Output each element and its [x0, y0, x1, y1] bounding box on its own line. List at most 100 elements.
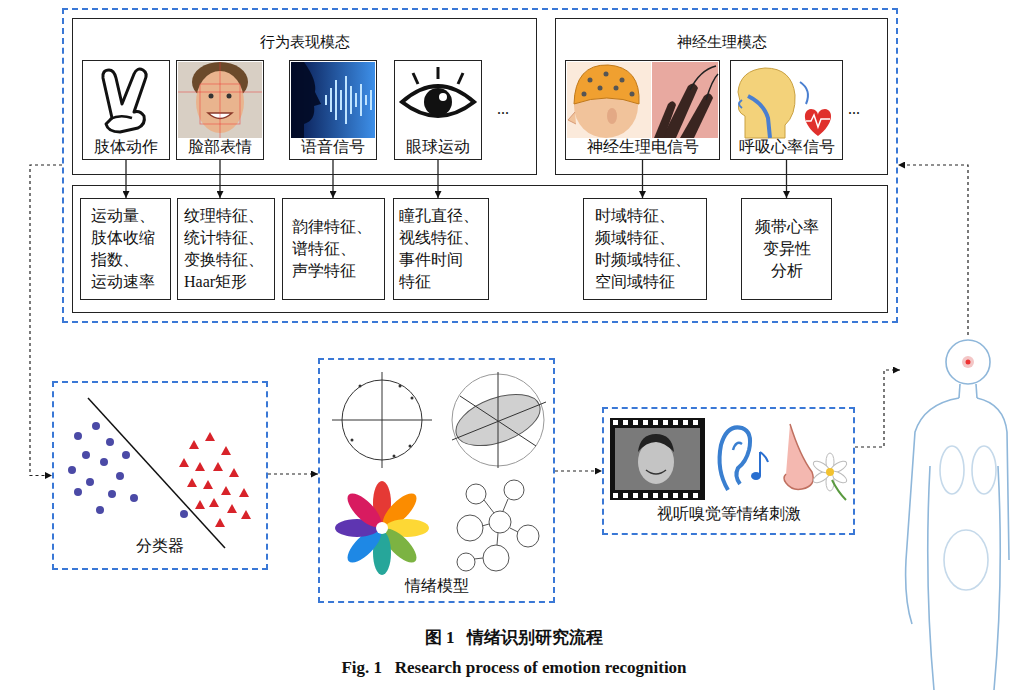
respiration-image-part [738, 68, 795, 138]
emotion-model-figures-part-part [393, 455, 396, 458]
respiration-image-part [805, 109, 831, 136]
classifier-plot-part [179, 432, 251, 527]
stimulus-images-part [613, 420, 698, 498]
emotion-model-figures-part-part [351, 439, 354, 442]
eeg-image-part-part [604, 72, 609, 77]
emotion-model-figures-part-part [409, 445, 412, 448]
emotion-model-figures-part-part [489, 511, 511, 533]
stimulus-images-part-part [623, 493, 628, 498]
emotion-model-figures-part-part [411, 397, 414, 400]
eeg-image-part [574, 65, 639, 104]
modality-box: 神经生理电信号 [565, 60, 720, 160]
classifier-plot-part-part [130, 494, 138, 502]
classifier-plot-part-part [213, 462, 223, 471]
eeg-image-part [690, 66, 716, 90]
modality-region: 肢体动作脸部表情语音信号眼球运动行为表现模态神经生理电信号呼吸心率信号神经生理模… [62, 8, 898, 323]
emotion-model-figures-part [335, 481, 429, 575]
feature-box: 纹理特征、 统计特征、 变换特征、 Haar矩形 [177, 198, 275, 300]
face-photo-part [200, 84, 240, 124]
stimulus-images-part [759, 452, 761, 476]
voice-image-part-part [350, 86, 352, 114]
human-figure-area [900, 335, 1012, 688]
eeg-image-part [567, 62, 651, 138]
classifier-plot-part-part [195, 500, 205, 509]
node-text: 肢体动作 [94, 137, 158, 157]
eeg-image-part [582, 72, 635, 97]
classifier-plot-part-part [96, 506, 104, 514]
classifier-plot-part-part [100, 458, 108, 466]
feature-arrow [125, 160, 126, 198]
stimulus-images-part-part [673, 493, 678, 498]
emotion-model-figures-part-part [482, 524, 489, 526]
stimulus-images-part-part [663, 493, 668, 498]
eye-icon-part [458, 73, 463, 84]
node-text: 韵律特征、 谱特征、 声学特征 [292, 216, 376, 282]
eeg-image-part [654, 101, 676, 138]
node-text: 情绪模型 [405, 576, 469, 596]
emotion-model-figures-part [457, 480, 539, 571]
node-text: 分类器 [136, 536, 184, 556]
feature-arrow [219, 160, 220, 198]
classifier-plot-part-part [241, 510, 251, 519]
classifier-plot-part-part [179, 458, 189, 467]
stimulus-images-part-part [613, 493, 618, 498]
classifier-plot-part-part [215, 518, 225, 527]
node-text: 语音信号 [301, 137, 365, 157]
emotion-model-figures-part [382, 372, 383, 468]
voice-image-part-part [360, 84, 362, 116]
feature-arrow [437, 160, 438, 198]
voice-image-part-part [345, 76, 347, 124]
feature-box: 韵律特征、 谱特征、 声学特征 [282, 198, 385, 300]
classifier-plot-part-part [187, 478, 197, 487]
stimulus-images-part [832, 480, 846, 500]
figure-caption: 图 1 情绪识别研究流程 [0, 626, 1028, 649]
stimulus-images-part-part [643, 493, 648, 498]
eeg-image-part [680, 93, 713, 138]
voice-image-part-part [330, 88, 332, 112]
human-figure-part [972, 446, 996, 494]
emotion-model-figures-part [498, 372, 499, 468]
stimulus-images-part-part [653, 420, 658, 425]
eye-icon-part [439, 93, 447, 101]
hand-icon-part [103, 69, 146, 132]
stimulus-images-part-part [673, 420, 678, 425]
human-figure-part [962, 356, 974, 368]
classifier-plot-part-part [86, 478, 94, 486]
respiration-image [738, 68, 831, 138]
classifier-plot-part-part [189, 440, 199, 449]
stimulus-images-part [784, 424, 813, 489]
dotted-flow-arrow [30, 165, 62, 476]
emotion-model-figures-part-part [484, 500, 494, 513]
feature-box: 运动量、 肢体收缩 指数、 运动速率 [80, 198, 171, 300]
classifier-box: 分类器 [52, 381, 268, 570]
face-photo [178, 62, 262, 138]
human-figure-part [994, 466, 1000, 690]
modality-group: 神经生理电信号呼吸心率信号神经生理模态 [555, 18, 888, 175]
eeg-image-part-part [598, 86, 603, 91]
feature-band: 运动量、 肢体收缩 指数、 运动速率纹理特征、 统计特征、 变换特征、 Haar… [72, 185, 888, 313]
emotion-model-figures-part-part [483, 545, 509, 571]
emotion-model-figures-part-part [359, 385, 362, 388]
stimulus-images-part-part [683, 420, 688, 425]
node-text: 运动量、 肢体收缩 指数、 运动速率 [91, 205, 161, 293]
node-text: 呼吸心率信号 [739, 137, 835, 157]
classifier-plot-part-part [74, 432, 82, 440]
modality-box: 眼球运动 [394, 60, 482, 160]
classifier-plot-part-part [108, 490, 116, 498]
emotion-model-figures-part-part [376, 522, 388, 534]
respiration-image-part [806, 115, 830, 127]
stimulus-images-part [610, 418, 705, 500]
stimulus-images-part [720, 427, 751, 490]
classifier-plot-part-part [106, 438, 114, 446]
classifier-plot-part [68, 422, 188, 518]
classifier-plot-part-part [122, 451, 130, 459]
voice-image-part-part [340, 90, 342, 110]
respiration-image-part [800, 82, 808, 104]
feature-arrow [642, 160, 643, 198]
emotion-model-figures-part-part [399, 385, 402, 388]
dotted-flow-arrow [555, 470, 602, 471]
feature-box: 时域特征、 频域特征、 时频域特征、 空间域特征 [583, 198, 707, 300]
respiration-image-part [739, 100, 742, 108]
node-text: 频带心率 变异性 分析 [753, 216, 821, 282]
